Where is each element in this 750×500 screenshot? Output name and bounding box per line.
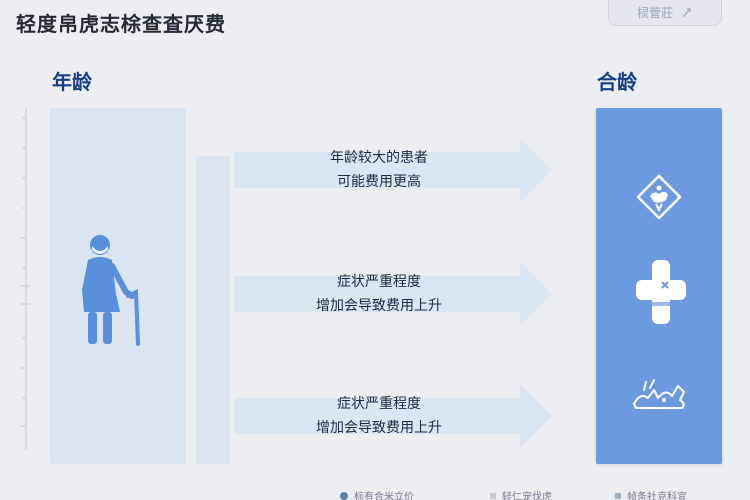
medical-cross-icon [634, 258, 688, 328]
result-column-title: 合龄 [597, 70, 637, 94]
age-panel [50, 108, 186, 464]
deer-icon [630, 378, 688, 410]
legend-label: 标有合米立价 [354, 492, 414, 500]
legend-dot-icon [340, 491, 348, 500]
factor-sublabel: 增加会导致费用上升 [316, 420, 442, 436]
factor-label: 年龄较大的患者 [330, 150, 428, 166]
legend-item: 帧条社克科宜 [615, 488, 687, 500]
legend-label: 轻仁宠伐虎 [502, 492, 552, 500]
age-column-title: 年龄 [52, 70, 92, 94]
search-button-label: 棂菅莊 [636, 6, 673, 20]
page-title: 轻度帛虎志梌查査厌费 [16, 12, 226, 36]
legend-square-icon [490, 492, 496, 499]
elderly-person-icon [76, 232, 148, 348]
factor-label: 症状严重程度 [337, 396, 421, 412]
age-panel-strip [196, 156, 230, 464]
legend-square-icon [615, 492, 621, 499]
diamond-hand-icon [636, 174, 682, 220]
factor-arrow-age: 年龄较大的患者 可能费用更高 [234, 138, 552, 202]
factor-arrow-severity-2: 症状严重程度 增加会导致费用上升 [234, 384, 552, 448]
factor-sublabel: 可能费用更高 [337, 174, 421, 190]
legend-label: 帧条社克科宜 [627, 492, 687, 500]
legend-item: 轻仁宠伐虎 [490, 488, 552, 500]
factor-label: 症状严重程度 [337, 274, 421, 290]
factor-arrow-severity: 症状严重程度 增加会导致费用上升 [234, 262, 552, 326]
search-button[interactable]: 棂菅莊 [608, 0, 722, 26]
legend: 标有合米立价 轻仁宠伐虎 帧条社克科宜 [330, 488, 750, 500]
search-icon [681, 7, 693, 19]
scale-ruler [16, 108, 36, 450]
factor-sublabel: 增加会导致费用上升 [316, 298, 442, 314]
legend-item: 标有合米立价 [340, 488, 414, 500]
